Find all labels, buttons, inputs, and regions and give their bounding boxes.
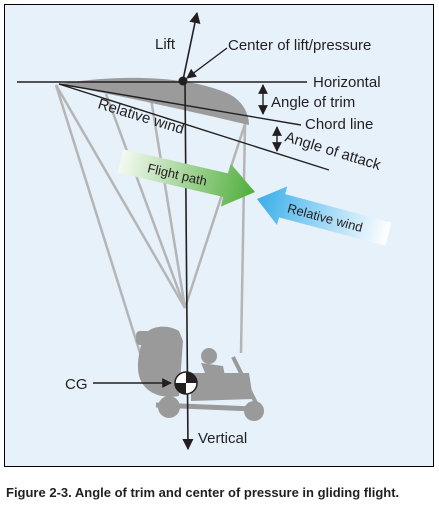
suspension-lines (54, 84, 247, 357)
angle-of-trim-diagram: Flight path Relative wind Lift Center of… (5, 5, 433, 466)
angle-of-trim-label: Angle of trim (271, 94, 355, 111)
figure-frame: Flight path Relative wind Lift Center of… (4, 4, 434, 467)
horizontal-label: Horizontal (313, 74, 381, 91)
cg-label: CG (65, 376, 88, 393)
center-of-lift-pointer (186, 47, 228, 79)
cg-symbol (174, 371, 198, 395)
wing (59, 77, 249, 125)
relative-wind-line (58, 83, 330, 171)
center-of-lift-label: Center of lift/pressure (228, 37, 371, 54)
figure-caption: Figure 2-3. Angle of trim and center of … (6, 485, 400, 500)
chord-line (58, 83, 302, 126)
center-of-lift-point (178, 76, 188, 86)
lift-label: Lift (155, 36, 176, 53)
lift-arrow (182, 11, 201, 81)
chord-line-label: Chord line (305, 116, 373, 133)
trike-silhouette (136, 326, 264, 421)
vertical-label: Vertical (198, 430, 247, 447)
